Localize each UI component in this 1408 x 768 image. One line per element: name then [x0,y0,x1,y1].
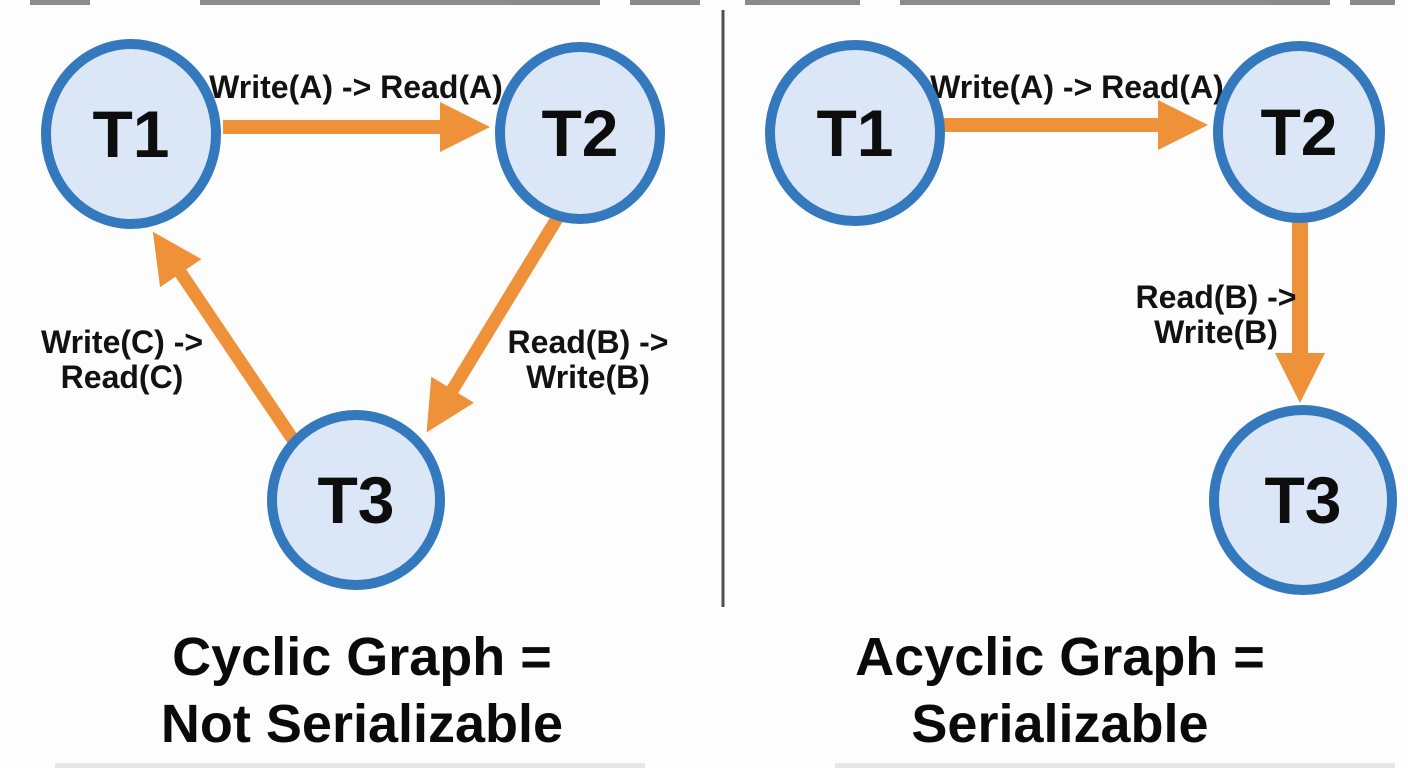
node-t2-left: T2 [495,42,665,224]
node-t1-right-circle [765,40,945,226]
edge-t1-t2-label-right: Write(A) -> Read(A) [930,69,1224,105]
node-t3-right: T3 [1209,405,1397,595]
crop-artifact-top [30,0,1395,5]
right-caption-line1: Acyclic Graph = [855,627,1265,687]
node-t1-left-label: T1 [92,97,169,171]
node-t1-right-label: T1 [816,96,893,170]
node-t1-left-circle [41,39,221,229]
node-t3-left-label: T3 [317,463,394,537]
edge-t2-t3-arrow [426,208,567,433]
node-t2-left-label: T2 [541,96,618,170]
node-t2-right: T2 [1213,41,1385,223]
left-caption-line1: Cyclic Graph = [172,627,552,687]
node-t1-left: T1 [41,39,221,229]
node-t3-left-circle [267,410,445,590]
node-t2-right-label: T2 [1260,95,1337,169]
left-caption-line2: Not Serializable [161,694,563,754]
crop-artifact-bottom [55,763,1395,768]
left-graph: Write(A) -> Read(A) Read(B) -> Write(B) … [41,39,669,754]
node-t2-right-circle [1213,41,1385,223]
edge-t1-t2-label: Write(A) -> Read(A) [209,69,503,105]
edge-t3-t1-arrow [152,231,302,448]
edge-t2-t3-label-line2: Write(B) [526,359,650,395]
node-t3-left: T3 [267,410,445,590]
right-graph-edges [941,100,1325,403]
edge-t3-t1-label-line1: Write(C) -> [41,324,203,360]
edge-t2-t3-label-right-line2: Write(B) [1154,314,1278,350]
edge-t2-t3-label-right-line1: Read(B) -> [1136,279,1297,315]
node-t1-right: T1 [765,40,945,226]
left-graph-edges [152,102,567,448]
edge-t2-t3-label-line1: Read(B) -> [508,324,669,360]
right-graph: Write(A) -> Read(A) Read(B) -> Write(B) … [765,40,1397,754]
edge-t3-t1-label-line2: Read(C) [61,359,184,395]
node-t3-right-circle [1209,405,1397,595]
node-t3-right-label: T3 [1264,463,1341,537]
node-t2-left-circle [495,42,665,224]
right-caption-line2: Serializable [911,694,1208,754]
